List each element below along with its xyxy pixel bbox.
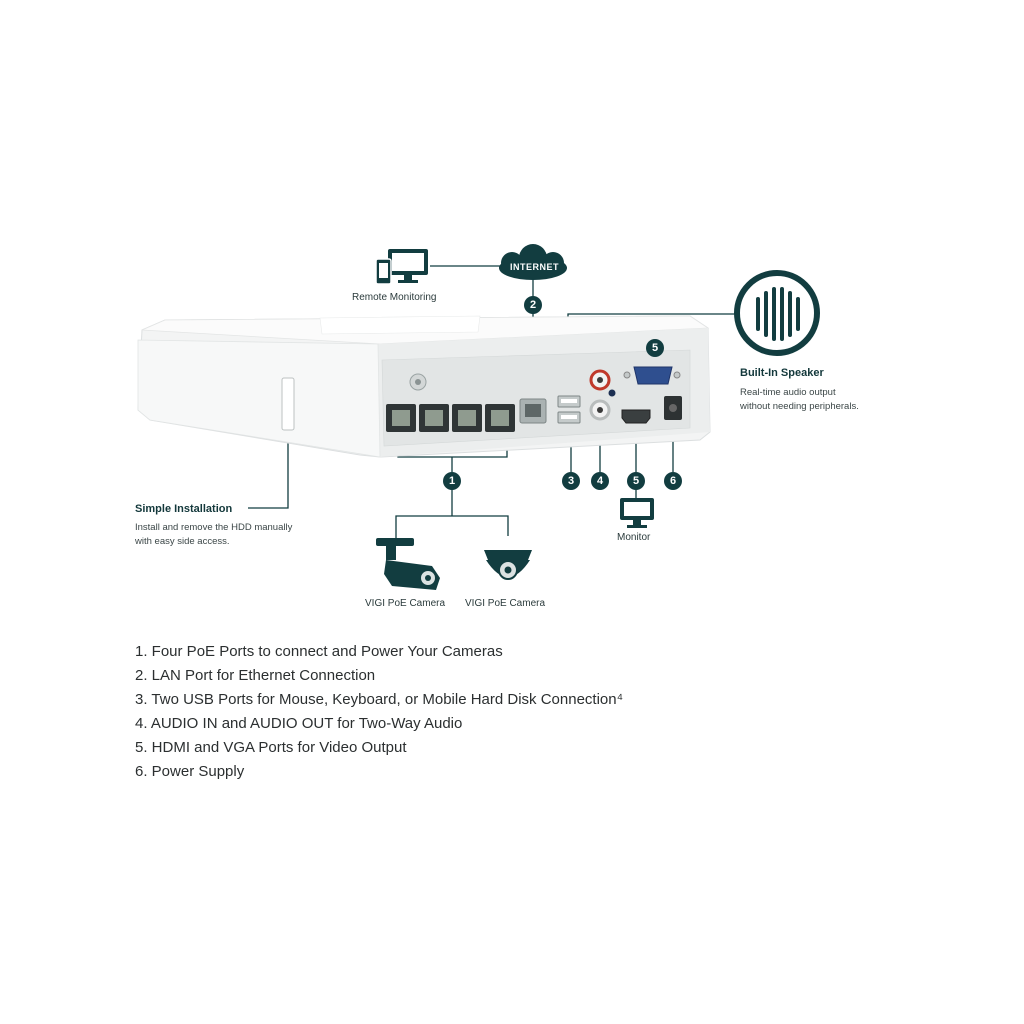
- builtin-speaker-title: Built-In Speaker: [740, 367, 824, 379]
- monitor-icon: [620, 498, 654, 528]
- callout-4: 4: [591, 472, 609, 490]
- callout-1: 1: [443, 472, 461, 490]
- callout-6: 6: [664, 472, 682, 490]
- bullet-camera-icon: [376, 538, 440, 590]
- internet-cloud-icon: [499, 244, 567, 280]
- hdmi-port: [621, 409, 651, 424]
- feature-list: 1. Four PoE Ports to connect and Power Y…: [135, 640, 623, 784]
- nvr-device: [137, 315, 711, 458]
- callout-2: 2: [524, 296, 542, 314]
- vga-port: [623, 366, 681, 385]
- feature-item: 5. HDMI and VGA Ports for Video Output: [135, 739, 407, 756]
- builtin-speaker-desc-1: Real-time audio output: [740, 387, 836, 398]
- feature-item: 3. Two USB Ports for Mouse, Keyboard, or…: [135, 691, 624, 708]
- monitor-label: Monitor: [617, 532, 651, 543]
- internet-label: INTERNET: [510, 262, 559, 272]
- feature-item: 6. Power Supply: [135, 763, 245, 780]
- simple-installation-desc-1: Install and remove the HDD manually: [135, 522, 293, 533]
- poe-ports: [386, 404, 515, 432]
- builtin-speaker-desc-2: without needing peripherals.: [740, 401, 859, 412]
- camera-1-label: VIGI PoE Camera: [365, 598, 446, 609]
- feature-item: 1. Four PoE Ports to connect and Power Y…: [135, 643, 503, 660]
- callout-5-bottom: 5: [627, 472, 645, 490]
- remote-monitoring-label: Remote Monitoring: [352, 292, 437, 303]
- simple-installation-desc-2: with easy side access.: [135, 536, 230, 547]
- callout-5-top: 5: [646, 339, 664, 357]
- feature-item: 4. AUDIO IN and AUDIO OUT for Two-Way Au…: [135, 715, 463, 732]
- simple-installation-title: Simple Installation: [135, 503, 233, 515]
- dome-camera-icon: [484, 550, 532, 580]
- camera-2-label: VIGI PoE Camera: [465, 598, 546, 609]
- feature-item: 2. LAN Port for Ethernet Connection: [135, 667, 376, 684]
- callout-3: 3: [562, 472, 580, 490]
- usb-ports: [557, 395, 581, 424]
- speaker-icon: [734, 270, 820, 356]
- audio-ports: [589, 369, 616, 421]
- computer-phone-icon: [375, 249, 428, 285]
- hdd-slot: [281, 377, 295, 431]
